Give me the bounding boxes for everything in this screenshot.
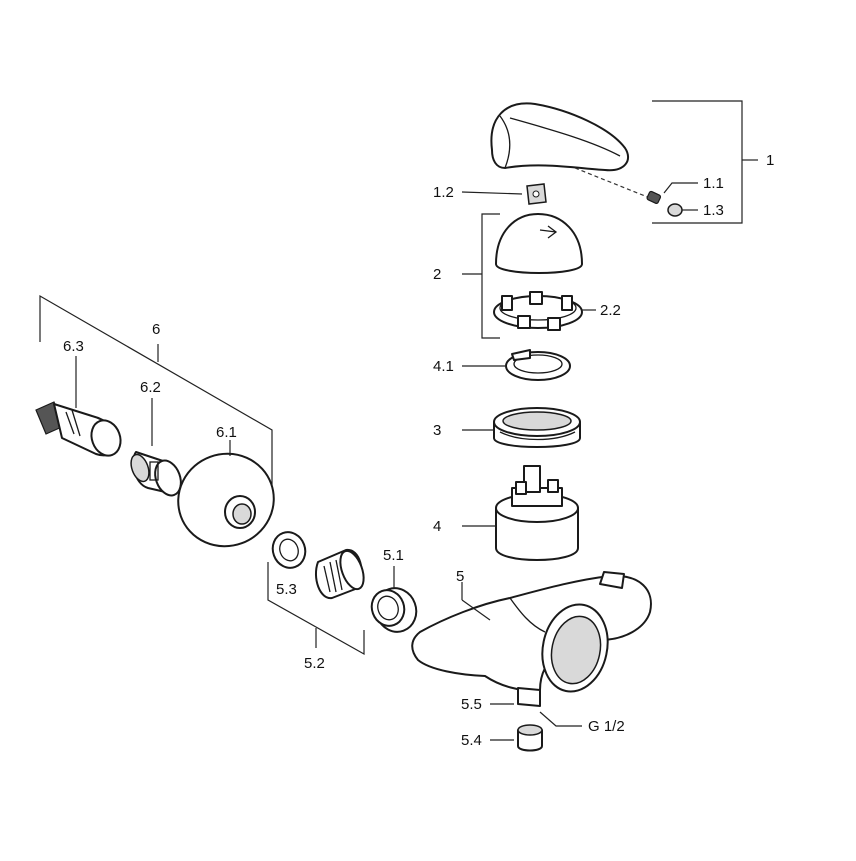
- label-4-1: 4.1: [433, 358, 454, 375]
- bracket-5-2: [267, 562, 365, 656]
- label-5-5: 5.5: [461, 696, 482, 713]
- label-2-2: 2.2: [600, 302, 621, 319]
- label-5-4: 5.4: [461, 732, 482, 749]
- label-5-1: 5.1: [383, 547, 404, 564]
- label-2: 2: [433, 266, 441, 283]
- axis-line-1: [574, 167, 651, 199]
- label-5-2: 5.2: [304, 655, 325, 672]
- bracket-6: [39, 294, 273, 506]
- bracket-2: [481, 213, 500, 339]
- label-6: 6: [152, 321, 160, 338]
- label-1-2: 1.2: [433, 184, 454, 201]
- label-4: 4: [433, 518, 441, 535]
- part-6-2-sleeve: [130, 451, 182, 497]
- label-g-1-2: G 1/2: [588, 718, 625, 735]
- part-4-1-retaining-ring: [505, 349, 571, 381]
- part-4-cartridge: [495, 465, 579, 561]
- label-1-3: 1.3: [703, 202, 724, 219]
- label-6-1: 6.1: [216, 424, 237, 441]
- part-1-2-insert: [526, 183, 547, 205]
- part-5-3-ring: [271, 531, 307, 569]
- leader-1-1: [663, 182, 698, 194]
- part-1-3-cap: [667, 203, 683, 217]
- leader-g12: [539, 711, 582, 727]
- part-2-2-ring: [493, 291, 583, 331]
- label-1: 1: [766, 152, 774, 169]
- part-3-nut: [493, 407, 581, 448]
- part-6-1-rosette: [177, 452, 275, 548]
- label-5-3: 5.3: [276, 581, 297, 598]
- part-1-1-screw: [646, 190, 662, 205]
- bracket-1: [652, 100, 743, 224]
- part-s-union-fitting: [314, 548, 365, 600]
- part-2-dome-cap: [495, 213, 583, 274]
- part-5-1-ring: [370, 587, 418, 633]
- label-5: 5: [456, 568, 464, 585]
- part-1-lever-handle: [490, 102, 630, 172]
- leader-1-2: [461, 191, 523, 195]
- part-6-3-spindle-extension: [35, 401, 122, 457]
- label-3: 3: [433, 422, 441, 439]
- label-1-1: 1.1: [703, 175, 724, 192]
- label-6-2: 6.2: [140, 379, 161, 396]
- label-6-3: 6.3: [63, 338, 84, 355]
- part-5-4-nipple: [517, 724, 543, 752]
- leader-5b: [461, 599, 491, 621]
- part-5-mixer-body: [411, 571, 652, 707]
